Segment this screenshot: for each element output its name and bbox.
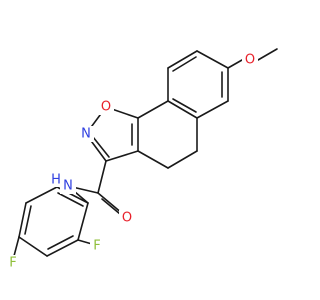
isoxazole-double-bond bbox=[92, 136, 110, 158]
bond-layer bbox=[13, 48, 278, 257]
para-fluorine-atom: F bbox=[6, 255, 20, 271]
isoxazole-nitrogen-atom: N bbox=[78, 126, 94, 142]
aromatic-bond bbox=[46, 239, 79, 257]
aromatic-bond bbox=[167, 50, 198, 69]
aromatic-bond bbox=[18, 236, 48, 257]
atom-label: N bbox=[81, 127, 91, 142]
aromatic-double-bond bbox=[57, 192, 84, 207]
isoxazole-bond bbox=[105, 150, 139, 162]
methoxy-bond bbox=[227, 59, 243, 69]
structure-canvas: O O N O N H F F bbox=[6, 48, 278, 271]
atom-layer: O O N O N H F F bbox=[6, 52, 258, 271]
ortho-fluorine-atom: F bbox=[90, 238, 104, 254]
molecule-structure: O O N O N H F F bbox=[6, 48, 278, 271]
ring-bond bbox=[137, 100, 169, 119]
aromatic-double-bond bbox=[47, 235, 74, 250]
atom-label: H bbox=[51, 173, 61, 188]
aromatic-bond bbox=[196, 50, 229, 69]
aromatic-bond bbox=[167, 100, 198, 119]
atom-label: O bbox=[122, 211, 132, 226]
aromatic-double-bond bbox=[172, 98, 197, 113]
atom-label: O bbox=[101, 100, 111, 115]
methoxy-oxygen-atom: O bbox=[242, 52, 258, 68]
atom-label: O bbox=[245, 53, 255, 68]
carbonyl-bond bbox=[97, 192, 124, 215]
isoxazole-oxygen-atom: O bbox=[98, 99, 114, 115]
amide-carbon-bond bbox=[97, 160, 107, 194]
ring-bond bbox=[167, 150, 198, 169]
aromatic-bond bbox=[25, 186, 58, 204]
aromatic-bond bbox=[18, 202, 27, 238]
amide-nitrogen-atom: N bbox=[60, 178, 76, 194]
amide-hydrogen-atom: H bbox=[50, 173, 62, 188]
ring-bond bbox=[137, 150, 169, 169]
ortho-fluorine-bond bbox=[77, 239, 93, 245]
aromatic-double-bond bbox=[172, 56, 197, 72]
carbonyl-oxygen-atom: O bbox=[119, 210, 135, 226]
atom-label: N bbox=[63, 179, 73, 194]
atom-label: F bbox=[93, 239, 100, 254]
aromatic-bond bbox=[77, 202, 89, 241]
aromatic-bond bbox=[196, 100, 229, 119]
para-fluorine-bond bbox=[13, 236, 20, 257]
atom-label: F bbox=[9, 256, 16, 271]
methyl-bond bbox=[257, 48, 278, 61]
aromatic-double-bond bbox=[24, 205, 32, 235]
